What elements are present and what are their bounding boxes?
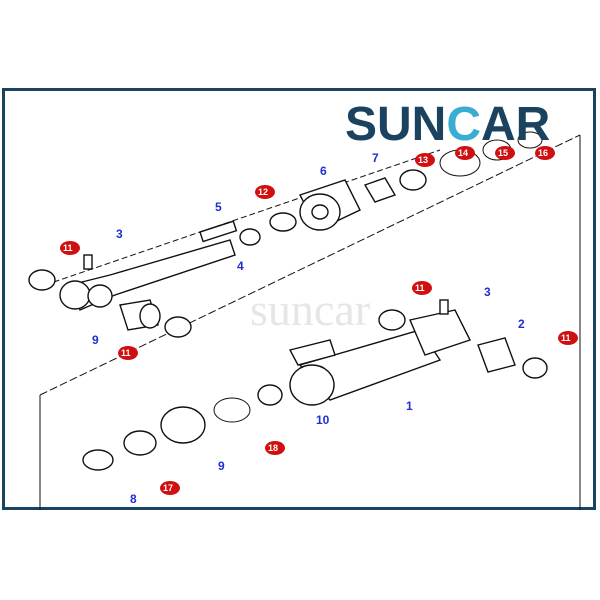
badge-11: 11 xyxy=(561,333,571,343)
label-5: 5 xyxy=(215,200,222,214)
badge-18: 18 xyxy=(268,443,278,453)
seal-badges: 11 11 11 11 12 13 14 15 16 17 18 xyxy=(60,146,578,495)
logo-text-sun: SUN xyxy=(345,98,446,151)
label-10: 10 xyxy=(316,413,330,427)
badge-11: 11 xyxy=(63,243,73,253)
watermark: suncar xyxy=(250,284,370,335)
seal-ring xyxy=(164,316,192,338)
seal-ring xyxy=(522,357,548,379)
label-1: 1 xyxy=(406,399,413,413)
badge-11: 11 xyxy=(415,283,425,293)
axis-line xyxy=(44,149,441,286)
ring xyxy=(213,397,251,423)
piston-rod xyxy=(59,220,238,311)
seal-ring xyxy=(123,430,157,456)
seal-ring xyxy=(517,131,543,149)
label-3: 3 xyxy=(484,285,491,299)
logo-text-ar: AR xyxy=(481,98,550,151)
snap-ring xyxy=(239,228,261,246)
badge-15: 15 xyxy=(498,148,508,158)
label-4: 4 xyxy=(237,259,244,273)
seal-ring xyxy=(28,269,56,291)
badge-16: 16 xyxy=(538,148,548,158)
bearing xyxy=(399,169,427,191)
label-3: 3 xyxy=(116,227,123,241)
label-6: 6 xyxy=(320,164,327,178)
badge-14: 14 xyxy=(458,148,468,158)
suncar-logo: SUNCAR xyxy=(345,98,550,151)
washer xyxy=(82,449,114,471)
piston-lower xyxy=(160,406,206,444)
bushing xyxy=(477,337,516,373)
label-2: 2 xyxy=(518,317,525,331)
label-8: 8 xyxy=(130,492,137,506)
badge-17: 17 xyxy=(163,483,173,493)
label-7: 7 xyxy=(372,151,379,165)
diagram-frame xyxy=(2,88,596,510)
grease-fitting xyxy=(439,299,449,315)
cylinder-body xyxy=(288,309,471,406)
collar xyxy=(363,177,397,203)
nut xyxy=(257,384,283,406)
label-9: 9 xyxy=(218,459,225,473)
label-9: 9 xyxy=(92,333,99,347)
badge-12: 12 xyxy=(258,187,268,197)
badge-11: 11 xyxy=(121,348,131,358)
grease-fitting xyxy=(83,254,93,270)
logo-text-c: C xyxy=(446,98,481,151)
seal-ring xyxy=(378,309,406,331)
seal-ring xyxy=(269,212,297,232)
badge-13: 13 xyxy=(418,155,428,165)
